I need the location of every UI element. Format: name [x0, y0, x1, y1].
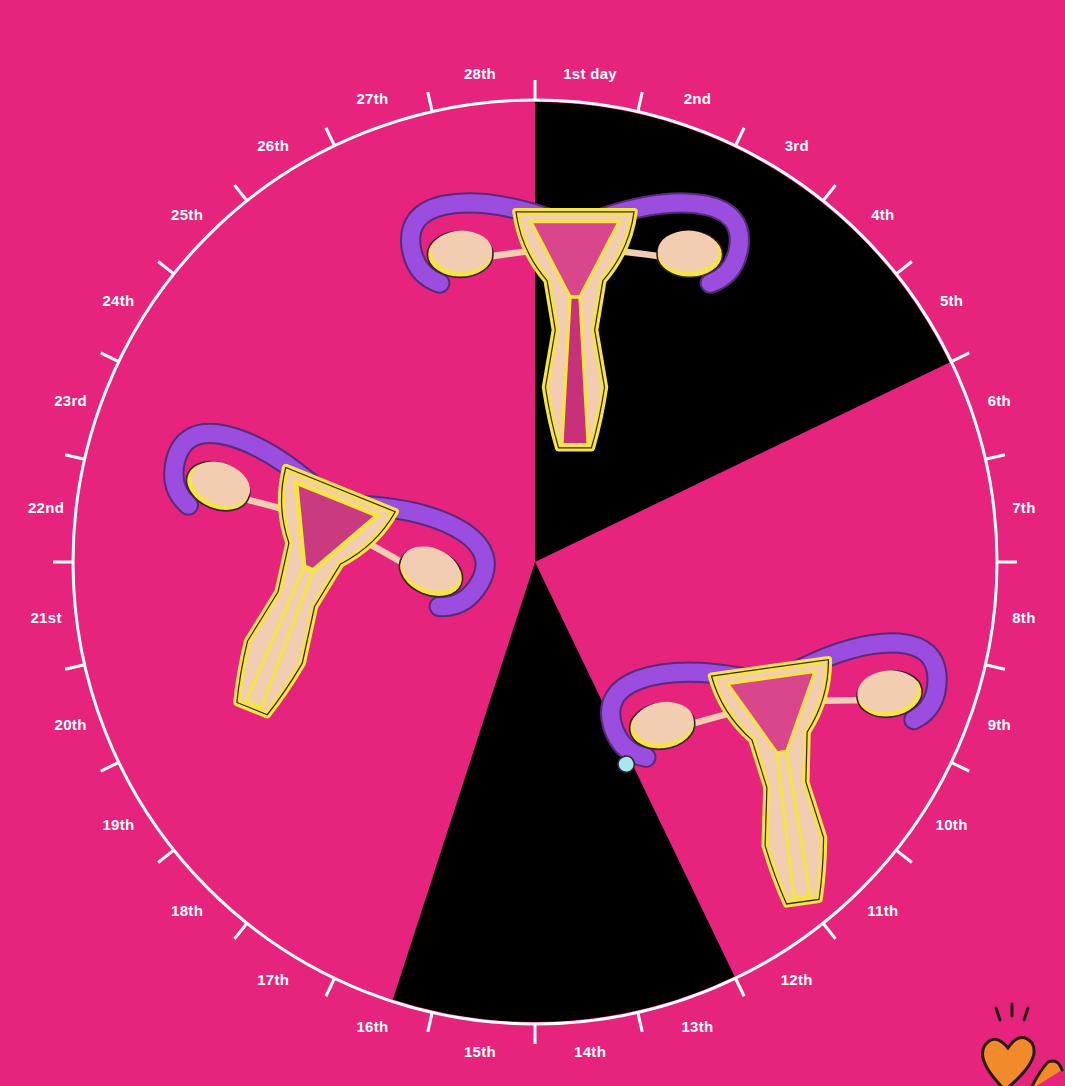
uterus-menstruation [411, 203, 740, 448]
day-tick [951, 762, 969, 771]
day-label: 18th [171, 901, 203, 918]
day-tick [428, 1012, 432, 1031]
day-tick [896, 261, 912, 273]
day-tick [951, 353, 969, 362]
day-label: 27th [356, 89, 388, 106]
day-tick [65, 455, 84, 459]
day-label: 7th [1012, 498, 1035, 515]
day-label: 16th [356, 1018, 388, 1035]
day-label: 21st [30, 609, 61, 626]
day-label: 12th [781, 970, 813, 987]
day-label: 1st day [563, 65, 617, 82]
uterus-luteal [100, 420, 497, 770]
day-tick [158, 850, 174, 862]
day-tick [896, 850, 912, 862]
day-label: 24th [102, 292, 134, 309]
day-label: 6th [988, 391, 1011, 408]
day-tick [638, 92, 642, 111]
cycle-ring [73, 100, 997, 1024]
day-label: 3rd [785, 137, 809, 154]
day-tick [985, 665, 1004, 669]
day-label: 19th [102, 815, 134, 832]
day-tick [638, 1012, 642, 1031]
day-label: 28th [464, 65, 496, 82]
day-tick [326, 978, 335, 996]
day-label: 9th [988, 716, 1011, 733]
day-label: 25th [171, 206, 203, 223]
day-tick [101, 762, 119, 771]
day-label: 17th [257, 970, 289, 987]
day-label: 4th [871, 206, 894, 223]
day-tick [997, 561, 1017, 564]
day-tick [823, 923, 835, 939]
day-tick [985, 455, 1004, 459]
day-label: 2nd [684, 89, 712, 106]
day-label: 11th [867, 901, 898, 918]
day-tick [53, 561, 73, 564]
heart-doodle [983, 1004, 1063, 1086]
day-tick [735, 978, 744, 996]
day-label: 23rd [54, 391, 87, 408]
day-label: 15th [464, 1042, 496, 1059]
day-tick [65, 665, 84, 669]
day-tick [234, 923, 246, 939]
day-label: 10th [936, 815, 968, 832]
day-label: 26th [257, 137, 289, 154]
day-label: 14th [574, 1042, 606, 1059]
day-tick [158, 261, 174, 273]
day-label: 20th [55, 716, 87, 733]
day-label: 13th [681, 1018, 713, 1035]
day-label: 22nd [28, 498, 64, 515]
fertile-wedge [393, 562, 735, 1022]
day-label: 8th [1012, 609, 1035, 626]
day-tick [534, 80, 537, 100]
day-tick [326, 128, 335, 146]
day-tick [534, 1024, 537, 1044]
day-tick [823, 185, 835, 201]
day-tick [234, 185, 246, 201]
day-label: 5th [940, 292, 963, 309]
day-tick [428, 92, 432, 111]
day-tick [735, 128, 744, 146]
day-tick [101, 353, 119, 362]
uterus-ovulation [606, 636, 966, 924]
